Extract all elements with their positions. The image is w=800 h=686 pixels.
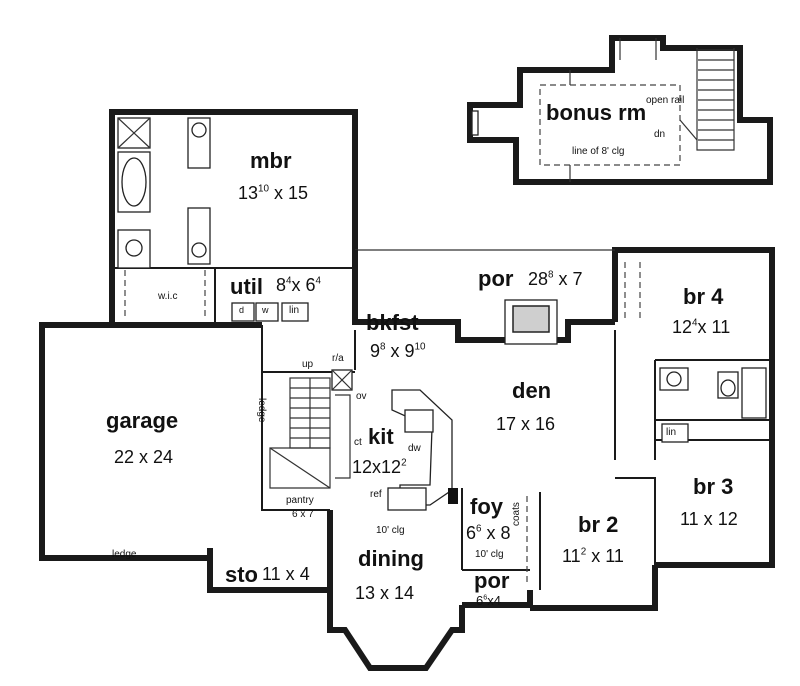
entry-column: [448, 488, 458, 504]
note-ref: ref: [370, 489, 382, 500]
room-label-por-bottom: por: [474, 568, 510, 593]
mbr-bath-fixtures: [117, 117, 211, 320]
kitchen-counters: [335, 389, 453, 511]
note-up: up: [302, 359, 314, 370]
room-label-mbr: mbr: [250, 148, 292, 173]
room-label-bkfst: bkfst: [366, 310, 419, 335]
room-label-por-top: por: [478, 266, 514, 291]
closets: [526, 262, 641, 582]
room-dims-por-top: 288 x 7: [528, 269, 583, 289]
note-line-of-clg: line of 8' clg: [572, 146, 625, 157]
room-label-br4: br 4: [683, 284, 724, 309]
room-dims-mbr: 1310 x 15: [238, 183, 309, 203]
note-lin-bath: lin: [666, 427, 677, 438]
room-dims-bkfst: 98 x 910: [370, 341, 426, 361]
note-clg-foy: 10' clg: [475, 549, 504, 560]
main-floor-walls: [39, 109, 775, 671]
room-dims-br2: 112 x 11: [562, 546, 624, 566]
room-dims-util: 84x 64: [276, 275, 322, 295]
fireplace: [504, 299, 558, 345]
note-ct: ct: [354, 437, 362, 448]
note-washer: w: [262, 305, 269, 315]
note-open-rail: open rail: [646, 95, 685, 106]
room-label-dining: dining: [358, 546, 424, 571]
room-label-kit: kit: [368, 424, 394, 449]
note-clg-dining: 10' clg: [376, 525, 405, 536]
stairs: [269, 369, 353, 489]
note-ledge-side: ledge: [256, 398, 267, 423]
note-dn: dn: [654, 129, 666, 140]
room-dims-den: 17 x 16: [496, 414, 556, 434]
room-dims-dining: 13 x 14: [355, 583, 415, 603]
room-label-sto: sto: [225, 562, 258, 587]
room-label-br2: br 2: [578, 512, 619, 537]
room-label-bonus: bonus rm: [546, 100, 647, 125]
room-label-foy: foy: [470, 494, 503, 519]
room-label-util: util: [230, 274, 263, 299]
room-dims-br3: 11 x 12: [680, 509, 738, 529]
hall-bath: [659, 367, 767, 443]
note-ov: ov: [356, 391, 367, 402]
note-dryer: d: [239, 305, 245, 315]
room-dims-pantry: 6 x 7: [292, 509, 314, 520]
util-fixtures: [231, 302, 309, 322]
room-dims-por-bottom: 66x4: [476, 593, 501, 608]
note-lin-util: lin: [289, 305, 300, 316]
note-wic: w.i.c: [158, 291, 178, 302]
note-ra: r/a: [332, 353, 344, 364]
note-dw: dw: [408, 443, 421, 454]
room-dims-kit: 12x122: [352, 457, 407, 477]
room-label-br3: br 3: [693, 474, 734, 499]
room-dims-sto: 11 x 4: [262, 564, 310, 584]
room-label-den: den: [512, 378, 552, 403]
room-dims-br4: 124x 11: [672, 317, 731, 337]
room-dims-garage: 22 x 24: [114, 447, 174, 467]
note-coats: coats: [511, 502, 522, 526]
room-label-garage: garage: [106, 408, 179, 433]
note-ledge-bottom: ledge: [112, 549, 137, 560]
bonus-room-walls: [467, 35, 773, 185]
room-dims-foy: 66 x 8: [466, 523, 511, 543]
room-label-pantry: pantry: [286, 495, 314, 506]
